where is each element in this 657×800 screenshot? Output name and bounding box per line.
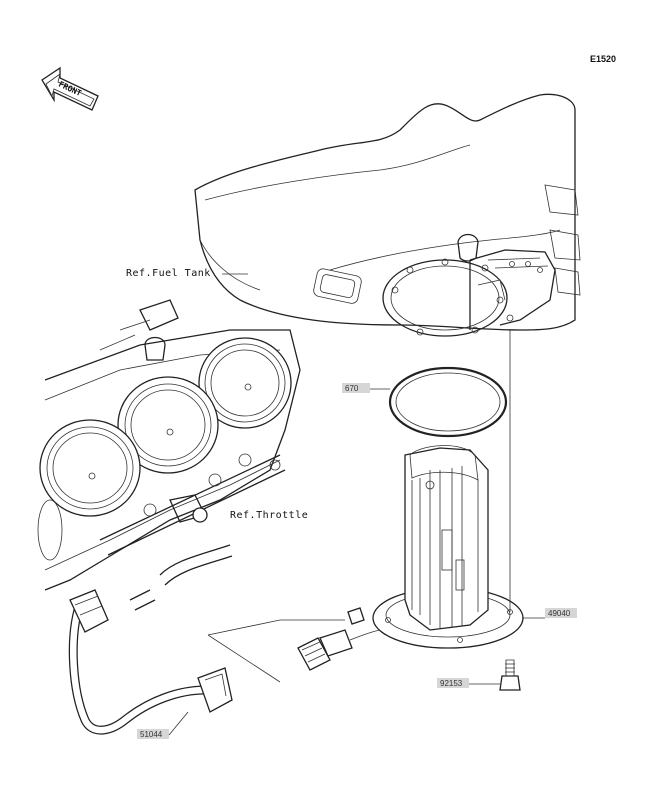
throttle-bore-3 — [39, 419, 141, 517]
hose-leader-bottom — [207, 634, 281, 683]
bolt — [499, 659, 521, 691]
fuel-tank-outline — [194, 93, 581, 337]
diagram-code: E1520 — [590, 54, 616, 64]
front-arrow-icon: FRONT — [41, 66, 99, 111]
wire-connector — [297, 607, 381, 671]
fuel-pump-part-number: 49040 — [548, 609, 571, 618]
fuel-pump-assembly — [372, 445, 524, 649]
gasket-part-number: 670 — [345, 384, 359, 393]
fuel-hose — [68, 544, 233, 735]
ref-throttle-label: Ref.Throttle — [230, 510, 308, 521]
hose-part-number: 51044 — [140, 730, 163, 739]
bolt-part-number: 92153 — [440, 679, 463, 688]
gasket-ring — [388, 366, 508, 438]
throttle-body-assembly — [37, 299, 301, 591]
hose-leader-top — [207, 619, 345, 636]
throttle-bore-1 — [198, 337, 292, 429]
ref-fuel-tank-label: Ref.Fuel Tank — [126, 268, 211, 279]
throttle-bore-2 — [117, 376, 219, 474]
